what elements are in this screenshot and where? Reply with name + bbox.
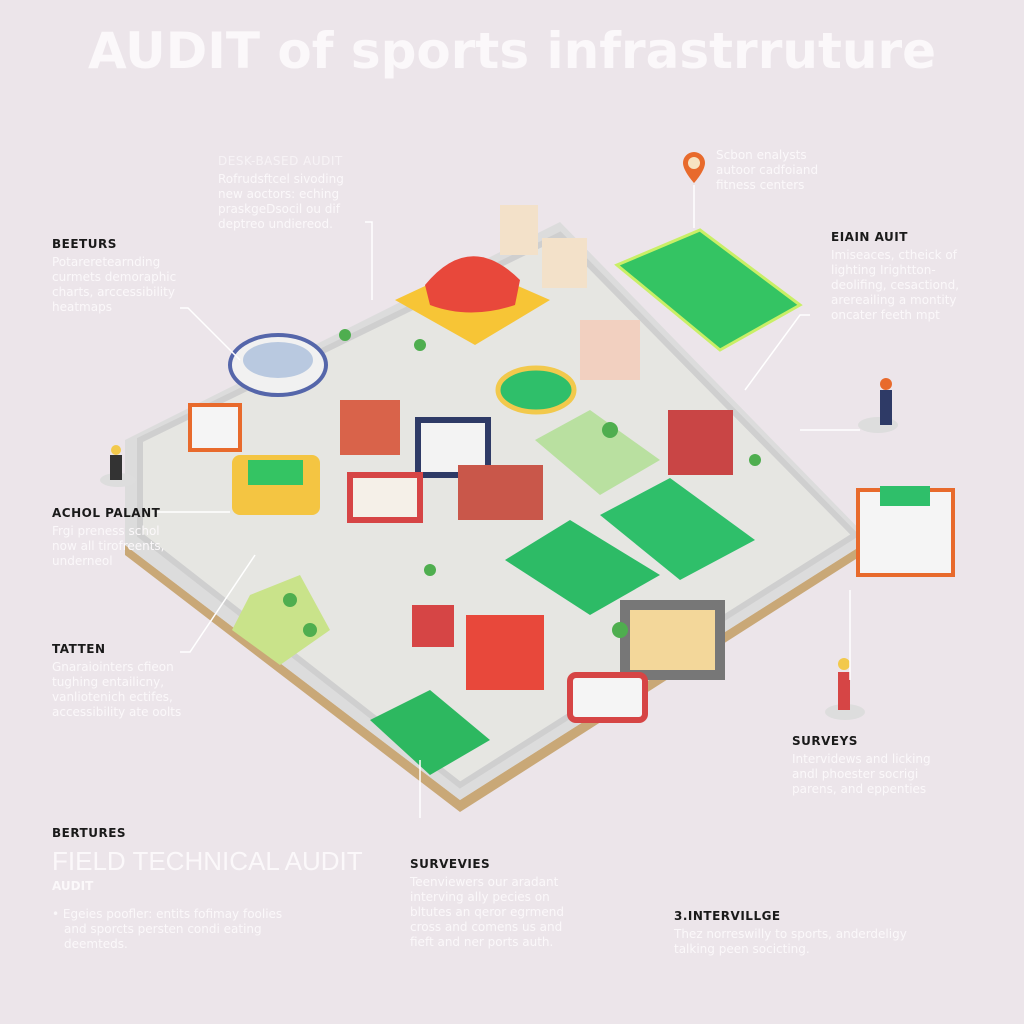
achol-text: underneol xyxy=(52,554,113,568)
achol-palant-block: ACHOL PALANT Frgi preness schol now all … xyxy=(52,506,165,569)
survevies-text: cross and comens us and xyxy=(410,920,563,934)
desk-audit-block: DESK-BASED AUDIT Rofrudsftcel sivoding n… xyxy=(218,154,344,232)
beeturs-block: BEETURS Potareretearnding curmets demora… xyxy=(52,237,176,315)
worker-icon xyxy=(858,378,898,433)
trees xyxy=(283,329,761,638)
surveys-text: andl phoester socrigi xyxy=(792,767,919,781)
leader-lines xyxy=(155,221,860,818)
eiain-text: deolifing, cesactiond, xyxy=(831,278,960,292)
intervillge-heading: 3.INTERVILLGE xyxy=(674,909,781,923)
soccer-field-bottom xyxy=(370,690,490,775)
tatten-text: tughing entailicny, xyxy=(52,675,165,689)
map-pin-icon xyxy=(683,152,705,228)
survevies-text: Teenviewers our aradant xyxy=(410,875,559,889)
achol-heading: ACHOL PALANT xyxy=(52,506,161,520)
achol-text: Frgi preness schol xyxy=(52,524,160,538)
soccer-field-top-right xyxy=(614,228,803,352)
tatten-text: vanliotenich ectifes, xyxy=(52,690,173,704)
soccer-field-center xyxy=(505,520,660,615)
audit-subtitle: AUDIT xyxy=(52,879,94,893)
apartment-building xyxy=(580,320,640,380)
scan-text: Scbon enalysts xyxy=(716,148,807,162)
community-center xyxy=(347,472,423,523)
scan-text: autoor cadfoiand xyxy=(716,163,819,177)
tower-2 xyxy=(542,238,587,288)
survevies-text: interving ally pecies on xyxy=(410,890,550,904)
bullet-text: • Egeies poofler: entits fofimay foolies xyxy=(52,907,283,921)
tatten-heading: TATTEN xyxy=(52,642,106,656)
survevies-heading: SURVEVIES xyxy=(410,857,491,871)
eiain-text: oncater feeth mpt xyxy=(831,308,940,322)
small-red-house xyxy=(412,605,454,647)
scan-text: fitness centers xyxy=(716,178,805,192)
desk-audit-text: Rofrudsftcel sivoding xyxy=(218,172,344,186)
survevies-text: bltutes an qeror egrmend xyxy=(410,905,564,919)
beeturs-text: charts, arccessibility xyxy=(52,285,175,299)
achol-text: now all tirofreents, xyxy=(52,539,165,553)
red-hall xyxy=(668,410,733,475)
bullet-text: and sporcts persten condi eating xyxy=(64,922,262,936)
warehouse xyxy=(620,600,725,680)
garden xyxy=(535,410,660,495)
school-building xyxy=(188,403,242,452)
eiain-audit-block: EIAIN AUIT Imiseaces, ctheick of lightin… xyxy=(831,230,959,323)
eiain-text: lighting Irightton- xyxy=(831,263,936,277)
sports-hall xyxy=(458,465,543,520)
beeturs-text: Potareretearnding xyxy=(52,255,161,269)
tatten-block: TATTEN Gnaraiointers cfieon tughing enta… xyxy=(52,642,181,720)
eiain-text: Imiseaces, ctheick of xyxy=(831,248,957,262)
park xyxy=(232,575,330,665)
bertures-heading: BERTURES xyxy=(52,826,127,840)
bus-icon xyxy=(567,672,648,723)
desk-audit-heading: DESK-BASED AUDIT xyxy=(218,154,343,168)
bullet-text: deemteds. xyxy=(64,937,128,951)
page-title: AUDIT of sports infrastrruture xyxy=(87,22,937,80)
beeturs-text: curmets demoraphic xyxy=(52,270,177,284)
survevies-text: fieft and ner ports auth. xyxy=(410,935,554,949)
brick-building xyxy=(340,400,400,455)
worker-icon xyxy=(825,658,865,720)
beeturs-heading: BEETURS xyxy=(52,237,117,251)
surveys-heading: SURVEYS xyxy=(792,734,858,748)
small-stadium xyxy=(495,365,577,415)
intervillge-block: 3.INTERVILLGE Thez norreswilly to sports… xyxy=(674,909,907,957)
intervillge-text: talking peen socicting. xyxy=(674,942,810,956)
desk-audit-text: praskgeDsocil ou dif xyxy=(218,202,340,216)
red-block xyxy=(466,615,544,690)
eiain-text: arereailing a montity xyxy=(831,293,957,307)
tatten-text: Gnaraiointers cfieon xyxy=(52,660,174,674)
beeturs-text: heatmaps xyxy=(52,300,112,314)
tower-1 xyxy=(500,205,538,255)
arena-dome xyxy=(425,256,520,313)
desk-audit-text: new aoctors: eching xyxy=(218,187,340,201)
surveys-text: parens, and eppenties xyxy=(792,782,927,796)
tatten-text: accessibility ate oolts xyxy=(52,705,182,719)
survevies-block: SURVEVIES Teenviewers our aradant interv… xyxy=(410,857,564,950)
scan-block: Scbon enalysts autoor cadfoiand fitness … xyxy=(716,148,818,193)
field-technical-audit-title: FIELD TECHNICAL AUDIT xyxy=(52,846,363,876)
soccer-field-center-right xyxy=(600,478,755,580)
surveys-block: SURVEYS Intervidews and licking andl pho… xyxy=(792,734,931,797)
surveys-text: Intervidews and licking xyxy=(792,752,931,766)
eiain-audit-heading: EIAIN AUIT xyxy=(831,230,908,244)
intervillge-text: Thez norreswilly to sports, anderdeligy xyxy=(674,927,907,941)
desk-audit-text: deptreo undiereod. xyxy=(218,217,333,231)
worker-icon xyxy=(100,445,136,487)
field-technical-audit-block: BERTURES FIELD TECHNICAL AUDIT AUDIT • E… xyxy=(52,826,363,952)
